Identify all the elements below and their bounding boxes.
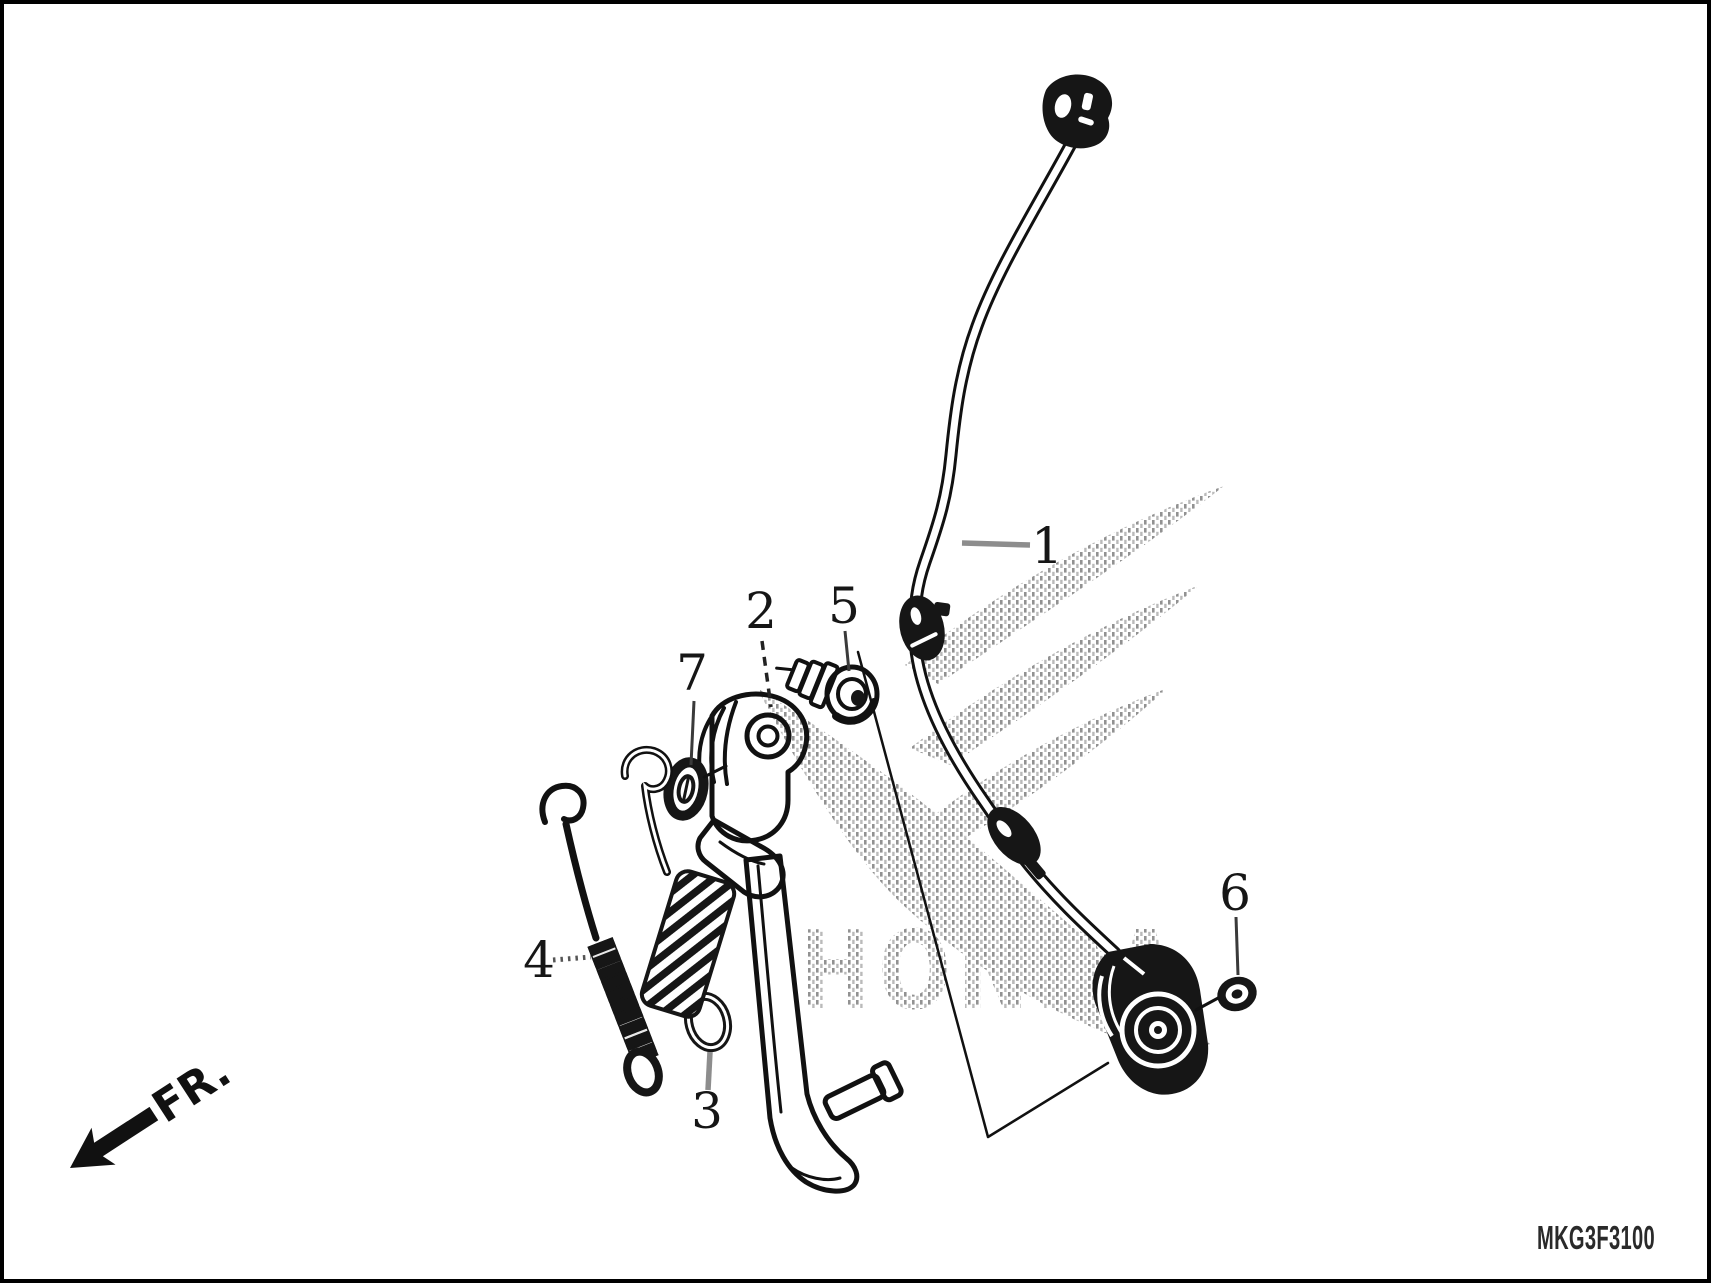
callout-4-number: 4	[523, 931, 555, 989]
callout-2: 2	[745, 582, 777, 708]
callout-layer: 1 2 3 4 5 6 7	[523, 517, 1251, 1140]
side-stand-switch-wire-drawing	[899, 74, 1122, 960]
stand-stop-peg-drawing	[822, 1060, 904, 1122]
main-spring-drawing	[620, 745, 737, 1053]
callout-3: 3	[691, 1051, 723, 1140]
callout-5-leader	[843, 630, 851, 672]
callout-6-leader	[1234, 916, 1240, 976]
callout-1-number: 1	[1031, 517, 1063, 575]
callout-7-leader	[689, 700, 696, 766]
honda-wing-watermark: HONDA	[757, 486, 1224, 1049]
assist-spring-drawing	[539, 782, 663, 1097]
drawing-code: MKG3F3100	[1537, 1219, 1655, 1256]
wire-clamp-lower-drawing	[987, 806, 1046, 880]
callout-5: 5	[828, 577, 860, 672]
bracket-plate-outline-lines	[856, 650, 1110, 1139]
callout-1: 1	[961, 517, 1063, 575]
side-stand-bar-drawing	[695, 691, 904, 1194]
fr-arrow-icon	[70, 1106, 159, 1168]
side-stand-switch-drawing	[1092, 944, 1222, 1095]
callout-1-leader	[961, 540, 1031, 548]
callout-6-number: 6	[1219, 864, 1251, 922]
washer-link-line	[702, 764, 728, 779]
pivot-bolt-drawing	[775, 658, 880, 725]
callout-4: 4	[523, 931, 592, 989]
callout-7-number: 7	[676, 644, 708, 702]
wire-connector-drawing	[1042, 74, 1113, 149]
callout-4-leader	[552, 954, 592, 963]
callout-6: 6	[1219, 864, 1251, 976]
wire-clamp-upper-drawing	[899, 595, 951, 661]
callout-5-number: 5	[828, 577, 860, 635]
flange-nut-drawing	[1217, 976, 1257, 1012]
callout-3-number: 3	[691, 1082, 723, 1140]
callout-7: 7	[676, 644, 708, 766]
callout-2-number: 2	[745, 582, 777, 640]
callout-2-leader	[760, 640, 773, 708]
callout-3-leader	[705, 1051, 713, 1091]
